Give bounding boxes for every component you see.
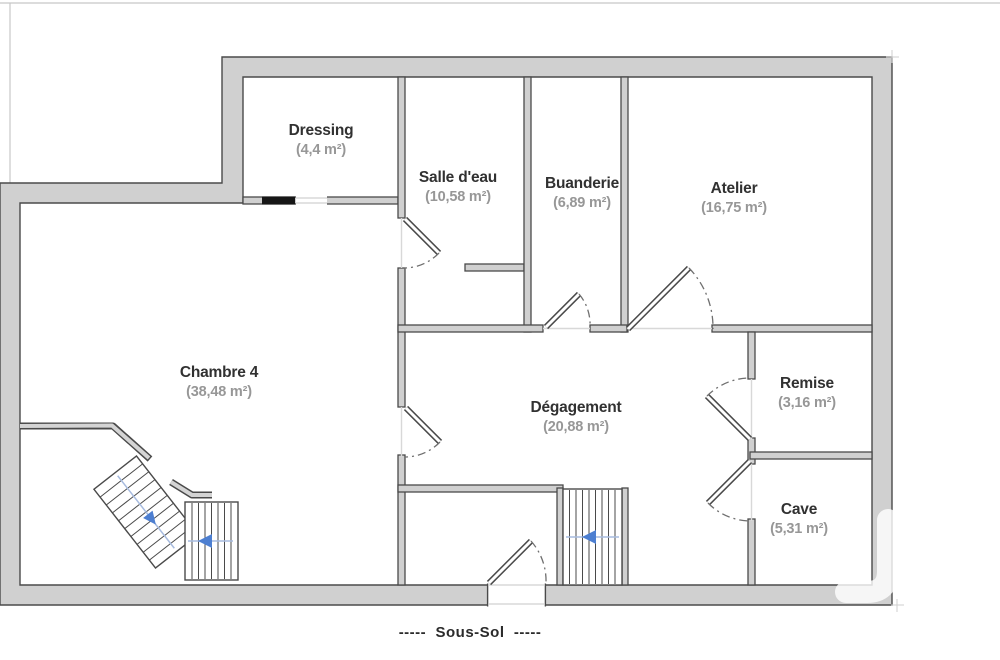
stairwell-walls bbox=[19, 422, 212, 499]
stair-direction-arrow bbox=[198, 534, 212, 548]
floor-caption: ----- Sous-Sol ----- bbox=[398, 624, 542, 641]
stair-direction-arrow bbox=[582, 530, 596, 544]
stair-flight-rotated bbox=[92, 454, 200, 570]
door-chambre-degagement bbox=[403, 405, 443, 458]
stair-flight-straight bbox=[184, 501, 239, 581]
corner-marks bbox=[886, 50, 904, 612]
door-cave bbox=[705, 458, 753, 522]
stair-direction-arrow bbox=[143, 510, 156, 525]
dressing-sliding-door bbox=[262, 196, 295, 205]
watermark-logo bbox=[835, 509, 899, 603]
door-entrance bbox=[486, 538, 547, 586]
door-atelier bbox=[625, 265, 714, 332]
doors bbox=[402, 216, 753, 586]
frame-lines bbox=[0, 2, 1000, 184]
interior-walls bbox=[242, 76, 873, 586]
door-remise bbox=[704, 377, 753, 442]
door-thresholds bbox=[400, 218, 753, 521]
door-buanderie bbox=[543, 291, 591, 330]
stair-central bbox=[562, 488, 623, 586]
door-salle-deau bbox=[402, 216, 442, 269]
